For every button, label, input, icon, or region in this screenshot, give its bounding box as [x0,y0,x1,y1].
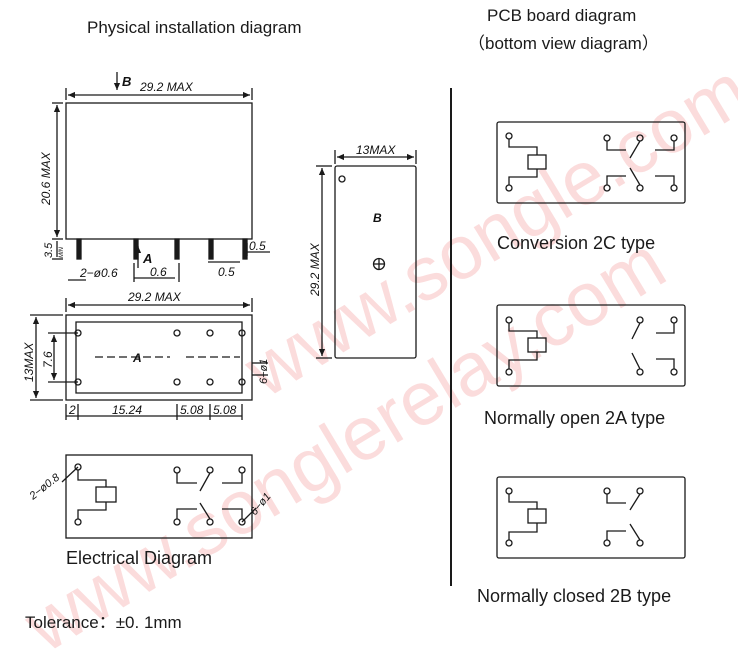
b-view-mark: B [122,74,131,89]
pcb-diagram-subtitle: （bottom view diagram） [468,34,659,53]
normally-open-2a-caption: Normally open 2A type [484,408,666,428]
dim-bottom-width-max: 29.2 MAX [127,290,182,304]
pcb-diagram-title: PCB board diagram [487,6,637,25]
dim-pitch-main: 15.24 [112,403,142,417]
section-divider [450,88,452,586]
dim-pin-thick-1: 0.5 [249,239,266,253]
dim-edge: 2 [68,403,76,417]
b-mark-side: B [373,211,382,225]
dim-row-pitch: 7.6 [41,351,55,368]
relay-drawing: B 29.2 MAX 20.6 MAX 3.5 MIN A 2−ø0.6 0.6… [22,72,686,559]
bottom-view [30,298,268,420]
dim-depth-max: 13MAX [22,342,36,382]
dim-pin-length: 3.5 [43,242,55,258]
dim-pitch-a: 5.08 [180,403,204,417]
physical-diagram-title: Physical installation diagram [87,18,302,37]
dim-side-width: 13MAX [356,143,396,157]
tolerance-note: Tolerance：±0. 1mm [25,613,182,632]
dim-hole-diameter: 6−ø1 [258,359,270,384]
dim-width-max: 29.2 MAX [139,80,194,94]
dim-pin-thick-2: 0.5 [218,265,235,279]
dim-pin-length-min: MIN [59,246,65,258]
pcb-conversion-2c [496,121,686,204]
dim-height-max: 20.6 MAX [39,151,53,206]
front-view [52,72,270,282]
electrical-diagram [61,454,257,539]
pcb-normally-closed-2b [496,476,686,559]
conversion-2c-caption: Conversion 2C type [497,233,656,253]
dim-elec-hole: 2−ø0.8 [27,471,63,503]
side-view [316,150,417,359]
a-view-mark: A [142,251,152,266]
dim-pitch-b: 5.08 [213,403,237,417]
pcb-normally-open-2a [496,304,686,387]
dim-pin-width: 0.6 [150,265,167,279]
dim-pin-diameter: 2−ø0.6 [79,266,118,280]
electrical-diagram-caption: Electrical Diagram [66,548,213,568]
b-mark-bottom: A [132,351,142,365]
dim-side-height: 29.2 MAX [308,242,322,297]
normally-closed-2b-caption: Normally closed 2B type [477,586,672,606]
